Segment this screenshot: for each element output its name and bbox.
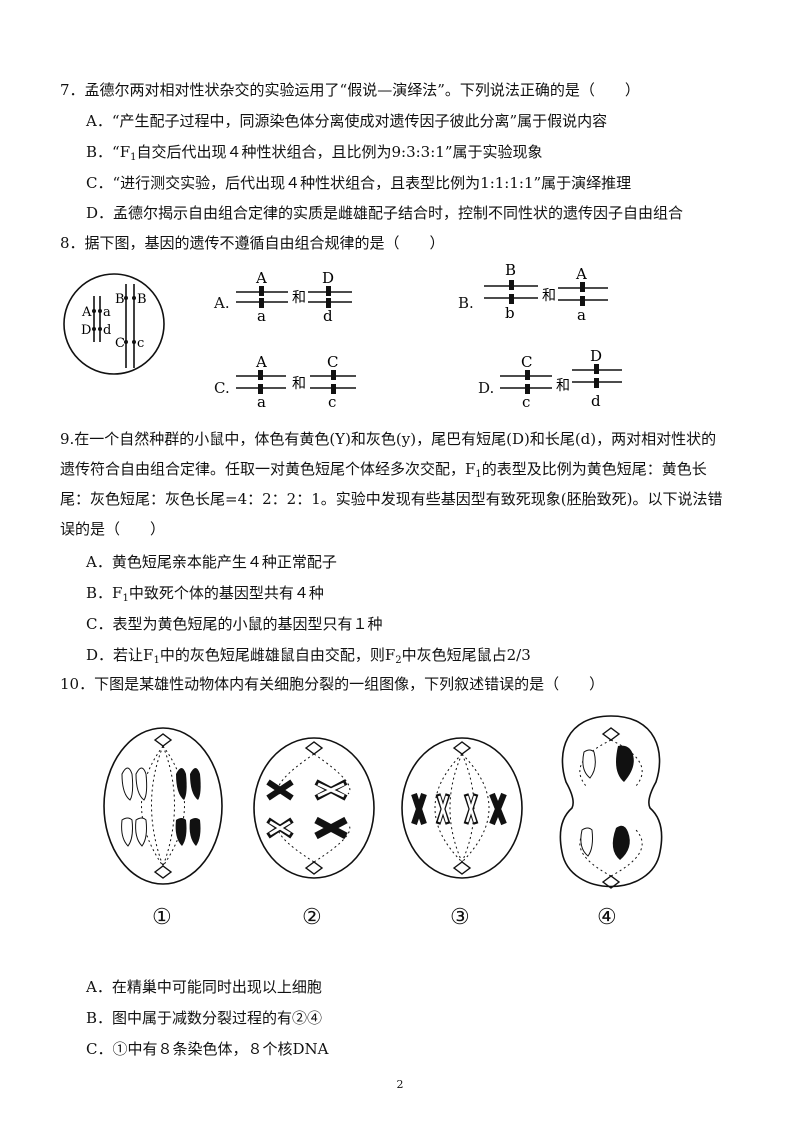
gene-label: a (103, 305, 111, 320)
q8-option-b-label: B. (458, 294, 474, 312)
q10-label-1: ① (152, 905, 172, 930)
q10-option-c: C．①中有８条染色体，８个核DNA (86, 1040, 329, 1058)
svg-text:和: 和 (556, 378, 570, 394)
q10-cell-2 (253, 737, 375, 879)
q8-option-a-label: A. (214, 294, 230, 312)
q9-stem-line3: 尾：灰色短尾：灰色长尾=4：2：2：1。实验中发现有些基因型有致死现象(胚胎致死… (60, 490, 723, 508)
gene-label: A (81, 305, 92, 320)
svg-text:A: A (255, 353, 267, 371)
gene-label: D (81, 323, 91, 338)
q9-option-b: B．F1中致死个体的基因型共有４种 (86, 584, 324, 604)
q10-option-a: A．在精巢中可能同时出现以上细胞 (86, 978, 322, 996)
gene-label: B (115, 292, 125, 307)
gene-label: C (115, 336, 125, 351)
q9-stem-line4: 误的是（ ） (60, 520, 166, 538)
q10-stem: 10．下图是某雄性动物体内有关细胞分裂的一组图像，下列叙述错误的是（ ） (60, 675, 605, 693)
q8-stem: 8．据下图，基因的遗传不遵循自由组合规律的是（ ） (60, 234, 445, 252)
svg-text:a: a (577, 306, 586, 324)
svg-text:a: a (257, 393, 266, 411)
svg-text:a: a (257, 307, 266, 325)
q8-option-a-diagram: A a 和 D d (236, 269, 352, 325)
q8-cell-diagram: A a D d B B C c (63, 273, 165, 375)
q9-option-d: D．若让F1中的灰色短尾雌雄鼠自由交配，则F2中灰色短尾鼠占2/3 (86, 646, 531, 666)
svg-text:b: b (505, 304, 515, 322)
q7-option-c: C．“进行测交实验，后代出现４种性状组合，且表型比例为1:1:1:1”属于演绎推… (86, 174, 632, 192)
svg-text:D: D (322, 269, 334, 287)
q8-option-d-diagram: C c 和 D d (500, 348, 622, 411)
q10-cell-4 (559, 715, 663, 889)
q7-option-a: A．“产生配子过程中，同源染色体分离使成对遗传因子彼此分离”属于假说内容 (86, 112, 608, 130)
svg-text:B: B (505, 262, 516, 279)
q10-label-3: ③ (450, 905, 470, 930)
q10-label-2: ② (302, 905, 322, 930)
svg-text:C: C (521, 353, 532, 371)
q10-cell-3 (401, 737, 523, 879)
svg-text:d: d (591, 392, 601, 410)
svg-text:和: 和 (292, 376, 306, 392)
svg-text:c: c (328, 393, 336, 411)
gene-label: B (137, 292, 147, 307)
svg-text:A: A (255, 269, 267, 287)
q9-option-c: C．表型为黄色短尾的小鼠的基因型只有１种 (86, 615, 383, 633)
q7-option-b: B．“F1自交后代出现４种性状组合，且比例为9:3:3:1”属于实验现象 (86, 143, 543, 163)
q7-option-d: D．孟德尔揭示自由组合定律的实质是雌雄配子结合时，控制不同性状的遗传因子自由组合 (86, 204, 684, 222)
q10-label-4: ④ (597, 905, 617, 930)
gene-label: c (137, 336, 144, 351)
svg-text:c: c (522, 393, 530, 411)
q8-option-c-diagram: A a 和 C c (236, 353, 356, 411)
q8-option-d-label: D. (478, 379, 495, 397)
q9-stem-line1: 9.在一个自然种群的小鼠中，体色有黄色(Y)和灰色(y)，尾巴有短尾(D)和长尾… (60, 430, 717, 448)
q10-cell-1 (103, 727, 223, 885)
q8-option-b-diagram: B b 和 A a (484, 262, 608, 324)
svg-text:A: A (575, 265, 587, 283)
q10-option-b: B．图中属于减数分裂过程的有②④ (86, 1009, 323, 1027)
q9-option-a: A．黄色短尾亲本能产生４种正常配子 (86, 553, 337, 571)
q9-stem-line2: 遗传符合自由组合定律。任取一对黄色短尾个体经多次交配，F1的表型及比例为黄色短尾… (60, 460, 707, 480)
svg-text:和: 和 (292, 290, 306, 306)
gene-label: d (103, 323, 111, 338)
svg-text:C: C (327, 353, 338, 371)
q8-option-c-label: C. (214, 379, 230, 397)
svg-text:D: D (590, 348, 602, 365)
svg-text:d: d (323, 307, 333, 325)
svg-text:和: 和 (542, 288, 556, 304)
q7-stem: 7．孟德尔两对相对性状杂交的实验运用了“假说—演绎法”。下列说法正确的是（ ） (60, 81, 640, 99)
page-number: 2 (396, 1078, 404, 1091)
